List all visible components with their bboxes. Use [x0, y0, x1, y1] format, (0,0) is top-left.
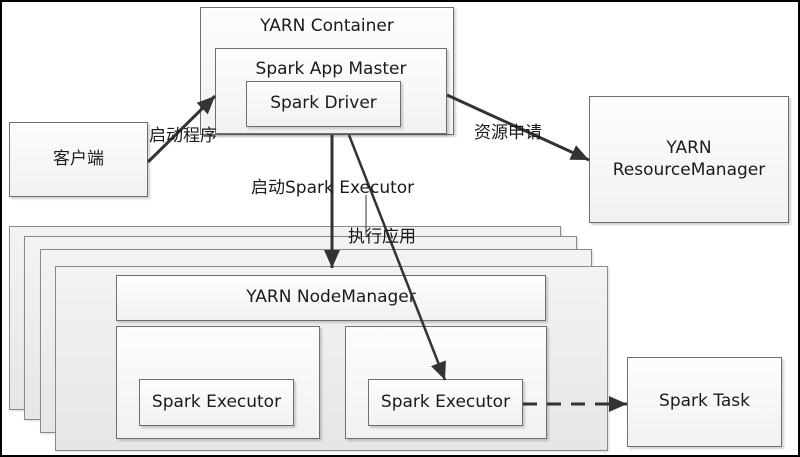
resource-manager-box[interactable]: YARN ResourceManager	[589, 96, 789, 223]
edge-label-run-application: 执行应用	[348, 227, 416, 247]
executor-right-label: Spark Executor	[380, 391, 511, 412]
edge-label-resource-request: 资源申请	[474, 123, 542, 143]
client-box[interactable]: 客户端	[9, 122, 148, 197]
edge-label-launch-program: 启动程序	[149, 126, 217, 146]
node-manager-label: YARN NodeManager	[246, 287, 416, 308]
executor-left-label: Spark Executor	[151, 391, 282, 412]
executor-right-box[interactable]: Spark Executor	[368, 379, 523, 426]
spark-task-label: Spark Task	[659, 391, 750, 412]
edge-label-launch-executor: 启动Spark Executor	[251, 178, 415, 198]
executor-left-box[interactable]: Spark Executor	[139, 379, 294, 426]
driver-label: Spark Driver	[270, 93, 377, 114]
yarn-container-label: YARN Container	[260, 16, 394, 36]
app-master-label: Spark App Master	[255, 59, 407, 79]
driver-box[interactable]: Spark Driver	[246, 81, 401, 127]
client-label: 客户端	[53, 148, 104, 169]
resource-manager-label-line1: YARN	[666, 138, 712, 159]
node-manager-box[interactable]: YARN NodeManager	[116, 275, 546, 321]
spark-task-box[interactable]: Spark Task	[627, 357, 782, 447]
resource-manager-label-line2: ResourceManager	[612, 159, 766, 180]
